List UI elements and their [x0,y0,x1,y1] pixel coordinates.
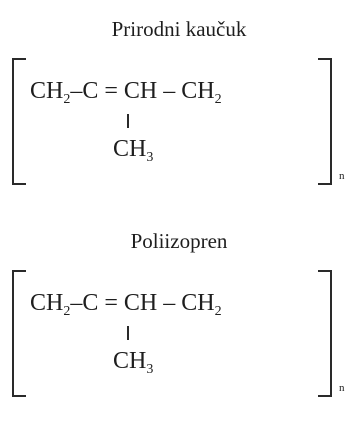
left-bracket [12,58,26,185]
ch-group: CH [113,348,147,374]
subscript-3: 3 [146,362,154,377]
branch-bond-line [127,326,129,340]
main-chain-formula: CH2–C = CH – CH2 [30,288,222,327]
subscript-3: 3 [146,150,154,165]
chain-remainder: = CH – CH [98,78,215,104]
single-bond: – [70,290,83,316]
subscript-2: 2 [63,92,71,107]
structure-title: Poliizopren [130,229,228,253]
ch-group: CH [30,78,64,104]
branch-carbon: C [82,78,99,104]
branch-bond-line [127,114,129,128]
subscript-2: 2 [214,304,222,319]
repeat-index-n: n [339,382,345,394]
subscript-2: 2 [214,92,222,107]
chain-remainder: = CH – CH [98,290,215,316]
branch-carbon: C [82,290,99,316]
ch-group: CH [30,290,64,316]
subscript-2: 2 [63,304,71,319]
single-bond: – [70,78,83,104]
structure-title: Prirodni kaučuk [111,17,247,41]
right-bracket [318,270,332,397]
main-chain-formula: CH2–C = CH – CH2 [30,76,222,115]
methyl-group: CH3 [113,346,153,385]
methyl-group: CH3 [113,134,153,173]
left-bracket [12,270,26,397]
right-bracket [318,58,332,185]
ch-group: CH [113,136,147,162]
repeat-index-n: n [339,170,345,182]
